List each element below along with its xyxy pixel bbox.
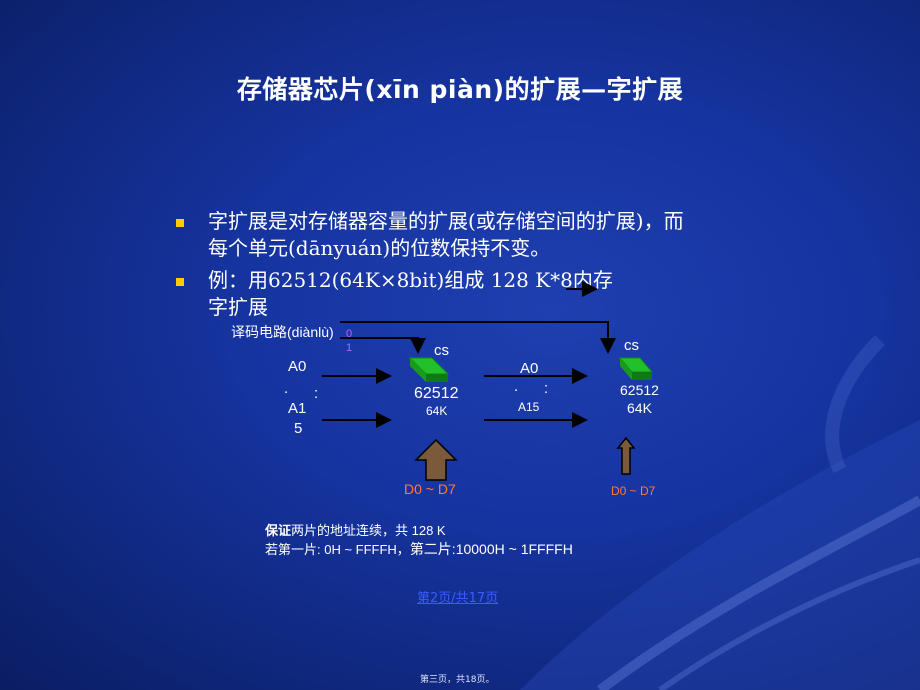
note-line-1-bold: 保证 bbox=[265, 523, 292, 538]
chip-2-size: 64K bbox=[627, 400, 652, 416]
note-line-2-a: 若第一片: 0H ~ FFFFH， bbox=[265, 542, 410, 557]
note-line-1: 保证两片的地址连续，共 128 K bbox=[265, 520, 446, 539]
bottom-page-text: 第三页，共18页。 bbox=[420, 675, 495, 685]
bullet-marker-2 bbox=[176, 278, 184, 286]
chip-1-cs-label: cs bbox=[434, 342, 449, 359]
chip-2-data-label: D0 ~ D7 bbox=[611, 484, 656, 498]
bullet-2-line-2: 字扩展 bbox=[208, 295, 268, 319]
note-line-1-rest: 两片的地址连续，共 128 K bbox=[291, 523, 446, 538]
data-bus-arrow-chip2 bbox=[616, 436, 636, 475]
chip-2-body bbox=[618, 357, 654, 380]
bullet-marker-1 bbox=[176, 219, 184, 227]
chip-1-addr-bottom-a: A1 bbox=[288, 400, 307, 417]
chip-1-name: 62512 bbox=[414, 385, 459, 402]
chip-2-addr-bottom: A15 bbox=[518, 400, 540, 414]
decoder-output-0: 0 bbox=[346, 328, 353, 340]
decoder-line-1 bbox=[340, 337, 426, 354]
page-link[interactable]: 第2页/共17页 bbox=[417, 591, 499, 606]
chip-1-addr-dots: . bbox=[284, 380, 289, 397]
bullet-1-line-2: 每个单元(dānyuán)的位数保持不变。 bbox=[208, 236, 551, 260]
note-line-2-b: 第二片:10000H ~ 1FFFFH bbox=[409, 541, 573, 557]
chip-2-addr-dots: . bbox=[514, 378, 519, 395]
chip-2-addr-colon: : bbox=[544, 380, 549, 397]
chip-2-addr-top: A0 bbox=[520, 360, 539, 377]
chip-2-name: 62512 bbox=[620, 382, 659, 398]
decoder-line-0 bbox=[340, 321, 616, 354]
chip-1-addr-bottom-b: 5 bbox=[294, 420, 303, 437]
chip-1-body bbox=[408, 357, 450, 382]
decoder-label: 译码电路(diànlù) bbox=[231, 324, 334, 340]
decoder-output-1: 1 bbox=[346, 342, 353, 354]
data-bus-arrow-chip1 bbox=[414, 438, 458, 481]
chip-2-cs-label: cs bbox=[624, 337, 639, 354]
chip-1-addr-top: A0 bbox=[288, 358, 307, 375]
chip-1-size: 64K bbox=[426, 404, 448, 418]
slide-title: 存储器芯片(xīn piàn)的扩展—字扩展 bbox=[236, 75, 684, 104]
note-line-2: 若第一片: 0H ~ FFFFH，第二片:10000H ~ 1FFFFH bbox=[265, 539, 573, 559]
bullet-1-line-1: 字扩展是对存储器容量的扩展(或存储空间的扩展)，而 bbox=[208, 209, 684, 233]
chip-1-addr-colon: : bbox=[314, 385, 319, 402]
chip-1-data-label: D0 ~ D7 bbox=[404, 481, 456, 497]
bullet-2-line-1: 例：用62512(64K×8bit)组成 128 K*8内存 bbox=[208, 268, 613, 292]
